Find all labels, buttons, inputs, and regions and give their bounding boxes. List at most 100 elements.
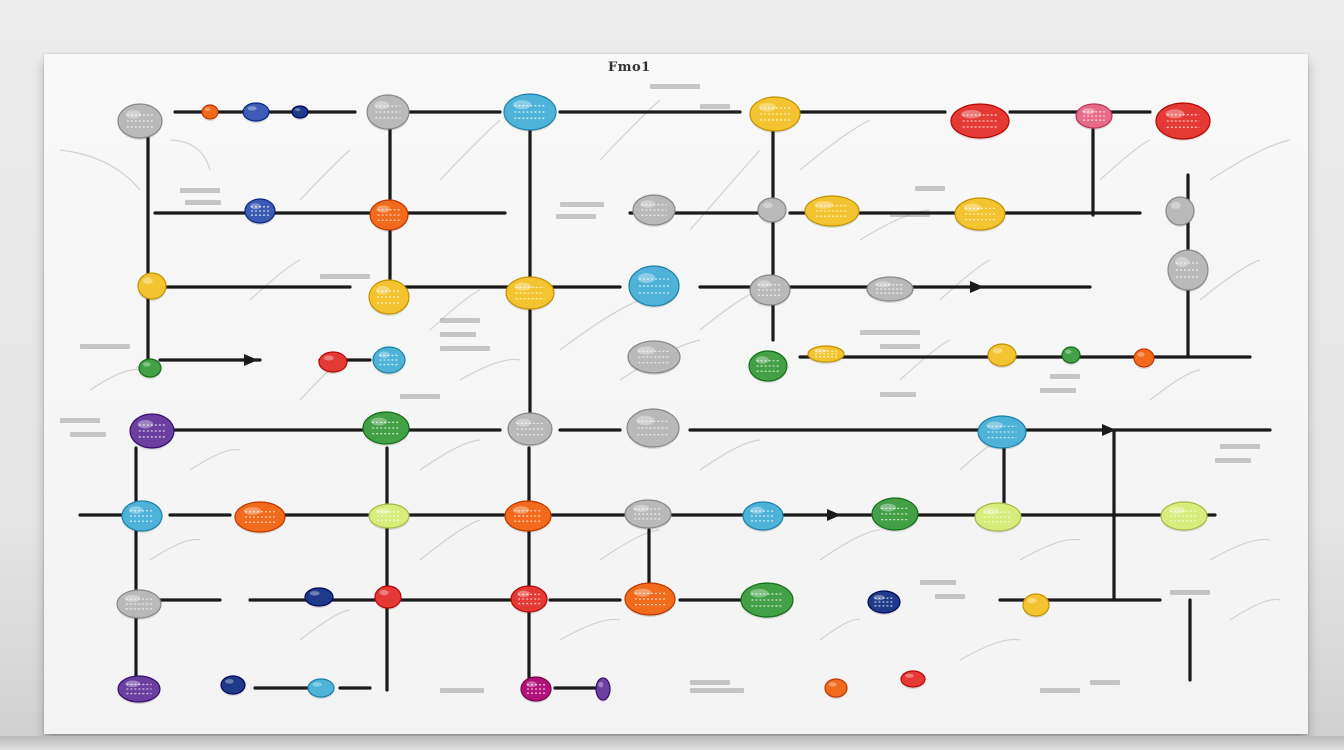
note-text-24 — [440, 688, 484, 693]
note-text-27 — [1040, 688, 1080, 693]
node-red-left-top-highlight — [125, 109, 142, 119]
node-teal-row3-highlight — [637, 273, 656, 283]
node-yellow-row4b-highlight — [992, 347, 1003, 354]
scribble-15 — [1199, 259, 1261, 301]
scribble-28 — [599, 529, 661, 561]
scribble-0 — [59, 149, 141, 191]
scribble-10 — [249, 259, 301, 301]
node-purple-row8b — [595, 677, 611, 701]
node-green-row7-highlight — [750, 588, 769, 598]
node-blue-row5 — [977, 415, 1027, 449]
note-text-6 — [320, 274, 370, 279]
node-purple-row8b-highlight — [598, 681, 604, 688]
scribble-12 — [559, 299, 641, 351]
node-orange-small — [201, 104, 219, 120]
node-red-row8 — [900, 670, 926, 688]
node-lime-row6b-highlight — [983, 507, 1000, 515]
arrowhead-3 — [970, 281, 984, 293]
node-navy-dot — [291, 105, 309, 119]
node-yellow-row2a-highlight — [814, 201, 834, 209]
note-text-16 — [1040, 388, 1076, 393]
scribble-35 — [959, 638, 1021, 661]
node-yellow-top-highlight — [758, 102, 777, 112]
note-text-5 — [915, 186, 945, 191]
node-yellow-row4 — [807, 345, 845, 363]
node-yellow-row3-highlight — [142, 277, 153, 285]
note-text-12 — [80, 344, 130, 349]
node-purple-row8-highlight — [125, 680, 141, 688]
scribble-14 — [939, 259, 991, 301]
node-orange-row7-highlight — [633, 588, 652, 597]
floor-shadow — [0, 736, 1344, 750]
node-red-row7 — [374, 585, 402, 609]
node-red-row8-highlight — [905, 673, 914, 678]
node-teal-top — [503, 93, 557, 131]
node-gray-top-highlight — [374, 100, 390, 110]
scribble-8 — [1099, 139, 1151, 181]
node-orange-row4 — [1133, 348, 1155, 368]
node-yellow-row3 — [137, 272, 167, 300]
note-text-18 — [880, 392, 916, 397]
node-teal-row6-highlight — [129, 506, 143, 514]
node-gray-row2-right — [1165, 196, 1195, 226]
node-gray-ring-row2 — [757, 197, 787, 223]
node-green-row5-highlight — [371, 417, 388, 426]
node-yellow-top — [749, 96, 801, 132]
scribble-33 — [559, 618, 621, 641]
node-orange-row2 — [369, 199, 409, 231]
node-yellow-row4b — [987, 343, 1017, 367]
node-yellow-row2b-highlight — [963, 203, 982, 212]
scribble-30 — [1019, 538, 1081, 561]
node-gray-ring-row2-highlight — [762, 202, 773, 209]
node-red-row7b — [510, 585, 548, 613]
node-dark-row5 — [626, 408, 680, 448]
node-purple-row5-highlight — [137, 419, 154, 429]
node-teal-row6b-highlight — [750, 506, 764, 514]
node-yellow-ring-row3-highlight — [376, 285, 390, 295]
scribble-29 — [819, 529, 881, 561]
scribble-23 — [419, 439, 481, 471]
node-orange-row8 — [824, 678, 848, 698]
node-red-row4 — [318, 351, 348, 373]
note-text-20 — [1215, 458, 1251, 463]
node-yellow-row2b — [954, 197, 1006, 231]
node-orange-row6 — [234, 501, 286, 533]
scribble-21 — [1149, 369, 1201, 401]
node-navy-row7 — [304, 587, 334, 607]
node-navy-row8-highlight — [225, 679, 234, 684]
node-orange-row6-highlight — [243, 507, 262, 515]
board-title: Fmo1 — [608, 60, 651, 75]
scribble-22 — [189, 448, 241, 471]
node-orange-small-highlight — [204, 107, 211, 111]
scribble-4 — [599, 99, 661, 161]
note-text-29 — [650, 84, 700, 89]
node-gray-circle-row3-highlight — [1175, 257, 1189, 267]
node-gray-row2-highlight — [640, 200, 656, 208]
node-lime-row6-highlight — [376, 508, 390, 515]
node-gray-row4 — [627, 340, 681, 374]
node-red-row7-highlight — [379, 589, 389, 596]
scribble-2 — [299, 149, 351, 201]
node-orange-row7 — [624, 582, 676, 616]
node-blue-small — [242, 102, 270, 122]
note-text-22 — [935, 594, 965, 599]
node-gray-row5-highlight — [515, 418, 532, 427]
node-magenta-row8-highlight — [526, 681, 537, 688]
scribble-18 — [459, 358, 521, 381]
whiteboard — [44, 54, 1308, 734]
node-gray-row7-highlight — [124, 594, 141, 602]
node-blue-row5-highlight — [986, 421, 1004, 430]
node-teal-row4-highlight — [378, 351, 390, 359]
note-text-30 — [700, 104, 730, 109]
node-gray-row4-highlight — [637, 346, 656, 355]
node-orange-row8-highlight — [828, 682, 837, 687]
note-text-25 — [690, 688, 744, 693]
node-green-row4 — [138, 358, 162, 378]
node-green-row4b — [748, 350, 788, 382]
node-orange-row4-highlight — [1137, 352, 1145, 357]
node-green-row7 — [740, 582, 794, 618]
node-blue-row2-highlight — [250, 203, 261, 210]
note-text-15 — [400, 394, 440, 399]
scribble-27 — [419, 519, 481, 561]
